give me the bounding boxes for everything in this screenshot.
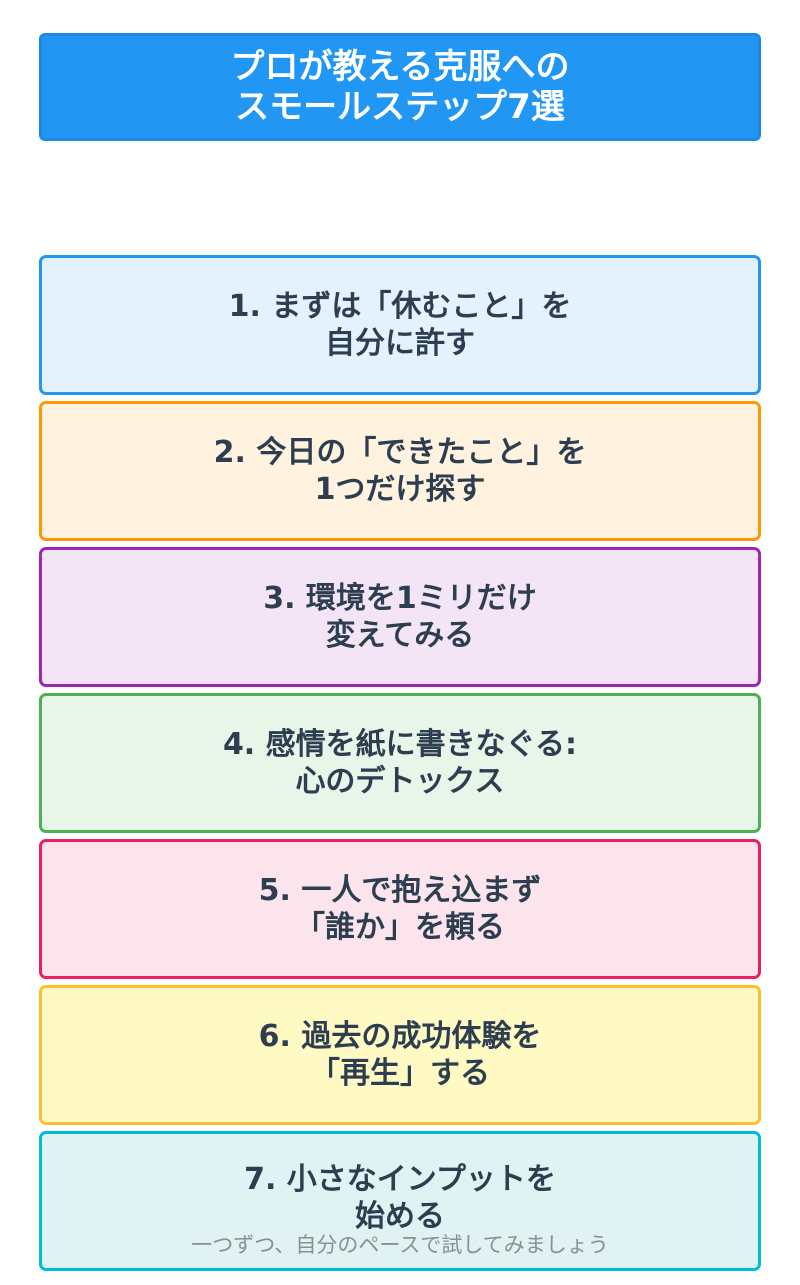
step-label: 5. 一人で抱え込まず 「誰か」を頼る xyxy=(258,873,542,945)
step-label: 2. 今日の「できたこと」を 1つだけ探す xyxy=(213,435,587,507)
step-card-6: 6. 過去の成功体験を 「再生」する xyxy=(39,985,761,1125)
footer-note: 一つずつ、自分のペースで試してみましょう xyxy=(191,1233,609,1257)
page-title: プロが教える克服への スモールステップ7選 xyxy=(230,47,570,127)
step-card-5: 5. 一人で抱え込まず 「誰か」を頼る xyxy=(39,839,761,979)
step-label: 6. 過去の成功体験を 「再生」する xyxy=(258,1019,542,1091)
step-card-2: 2. 今日の「できたこと」を 1つだけ探す xyxy=(39,401,761,541)
step-card-7: 7. 小さなインプットを 始める xyxy=(39,1131,761,1271)
step-label: 1. まずは「休むこと」を 自分に許す xyxy=(228,289,572,361)
title-banner: プロが教える克服への スモールステップ7選 xyxy=(39,33,761,141)
step-card-1: 1. まずは「休むこと」を 自分に許す xyxy=(39,255,761,395)
step-card-3: 3. 環境を1ミリだけ 変えてみる xyxy=(39,547,761,687)
step-label: 4. 感情を紙に書きなぐる: 心のデトックス xyxy=(222,727,578,799)
step-label: 7. 小さなインプットを 始める xyxy=(244,1162,556,1234)
step-label: 3. 環境を1ミリだけ 変えてみる xyxy=(263,581,537,653)
step-card-4: 4. 感情を紙に書きなぐる: 心のデトックス xyxy=(39,693,761,833)
